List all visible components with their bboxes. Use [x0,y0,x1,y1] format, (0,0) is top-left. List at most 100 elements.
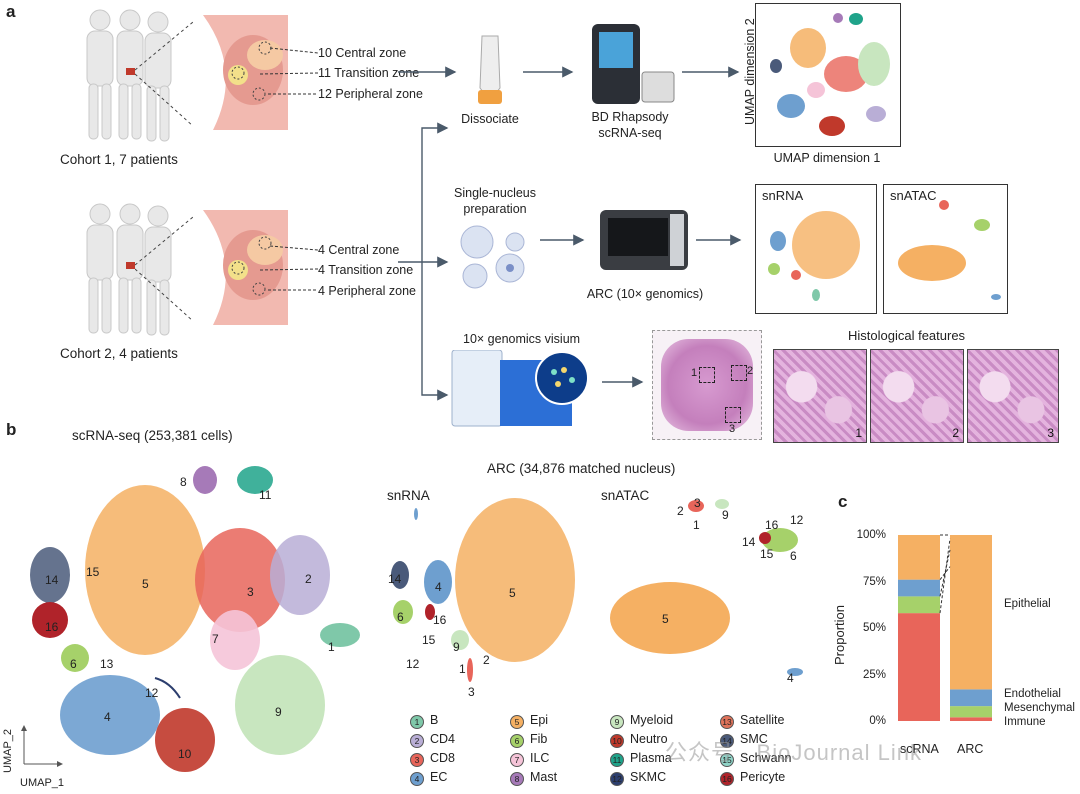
snatac-mini-umap [898,200,1001,300]
watermark-text: 公众号 · BioJournal Link [665,740,922,765]
umap-dim2-label: UMAP dimension 2 [743,18,757,125]
region-label-3: 3 [729,423,736,435]
cohort1-zoom-lines [135,21,194,127]
snrna-box-label: snRNA [762,188,804,203]
tissue-image [661,339,753,431]
ytick-0: 0% [869,715,886,727]
histo-panel-1: 1 [773,349,867,443]
umap-dim1-label: UMAP dimension 1 [773,151,881,165]
umap-y-label: UMAP_2 [2,728,14,773]
region-box-1 [699,367,715,383]
arc-instrument-icon [600,210,688,270]
cohort2-zone-central: 4 Central zone [318,243,400,257]
snatac-cluster-3: 3 [694,496,701,510]
snatac-cluster-14: 14 [742,535,756,549]
region-box-2 [731,365,747,381]
group-epithelial: Epithelial [1004,598,1051,610]
snatac-cluster-1: 1 [693,518,700,532]
snrna-mini-umap [768,211,860,301]
snrna-cluster-4: 4 [435,580,442,594]
bar-connector-2 [939,549,951,597]
bar-scrna-endothelial [898,579,940,597]
panel-b-letter: b [6,420,17,439]
bar-arc-epithelial [950,535,992,690]
umap-x-label: UMAP_1 [20,777,65,789]
cohort1-zone-transition: 11 Transition zone [318,66,420,80]
scrna-title: scRNA-seq (253,381 cells) [72,428,233,443]
panel-a-letter: a [6,2,16,21]
legend-swatch-neutro: 10 [610,734,624,748]
scrna-cluster-13: 13 [100,657,114,671]
scrna-cluster-6: 6 [70,657,77,671]
snrna-cluster-9: 9 [453,640,460,654]
scrna-cluster-14: 14 [45,573,59,587]
histo-title: Histological features [848,328,966,343]
snrna-cluster-6: 6 [397,610,404,624]
legend-swatch-b: 1 [410,715,424,729]
scrna-seq-label: scRNA-seq [598,126,662,140]
scrna-cluster-7: 7 [212,632,219,646]
umap-axes-icon [21,725,63,767]
snrna-cluster-3: 3 [468,685,475,699]
scrna-cluster-9: 9 [275,705,282,719]
bar-label-scrna: scRNA [900,742,939,756]
snatac-box-label: snATAC [890,188,937,203]
scrna-cluster-15: 15 [86,565,100,579]
snrna-cluster-1: 1 [459,662,466,676]
legend-label-fib: Fib [530,732,548,746]
scrna-cluster-1: 1 [328,640,335,654]
bar-connector-3 [939,538,951,614]
snatac-cluster-4: 4 [787,671,794,685]
cohort1-label: Cohort 1, 7 patients [60,152,178,167]
arc-label: ARC (10× genomics) [586,287,704,301]
legend-label-smc: SMC [740,732,768,746]
ytick-75: 75% [862,576,886,588]
bar-label-arc: ARC [957,742,984,756]
legend-swatch-pericyte: 16 [720,772,734,786]
histo-panel-2: 2 [870,349,964,443]
legend-label-ilc: ILC [530,751,550,765]
legend-label-ec: EC [430,770,448,784]
region-label-2: 2 [747,365,754,377]
visium-slide-icon [451,350,589,427]
visium-label: 10× genomics visium [463,332,581,346]
bar-scrna-epithelial [898,535,940,580]
legend-label-satellite: Satellite [740,713,785,727]
group-immune: Immune [1004,716,1046,728]
legend-label-cd4: CD4 [430,732,456,746]
scrna-umap-plot [30,466,360,772]
legend-label-neutro: Neutro [630,732,668,746]
bar-arc-endothelial [950,689,992,707]
histo-panel-1-num: 1 [855,426,862,440]
sn-prep-line2: preparation [463,202,527,216]
scrna-cluster-11: 11 [259,488,272,502]
group-mesenchymal: Mesenchymal [1004,702,1075,714]
histo-panel-2-num: 2 [952,426,959,440]
ytick-25: 25% [862,669,886,681]
cohort1-prostate-image [203,15,288,130]
cohort2-zone-peripheral: 4 Peripheral zone [318,284,416,298]
legend-label-mast: Mast [530,770,558,784]
legend-label-b: B [430,713,439,727]
legend-swatch-cd8: 3 [410,753,424,767]
snatac-cluster-16: 16 [765,518,779,532]
snatac-cluster-2: 2 [677,504,684,518]
umap-scrna-plot [770,13,890,136]
histo-panel-3: 3 [967,349,1059,443]
cohort1-figures [86,9,172,142]
legend-swatch-fib: 6 [510,734,524,748]
bd-rhapsody-label: BD Rhapsody [591,110,669,124]
cohort2-zone-transition: 4 Transition zone [318,263,414,277]
ytick-50: 50% [862,622,886,634]
legend-swatch-plasma: 11 [610,753,624,767]
cohort2-zoom-lines [135,216,194,322]
legend-swatch-cd4: 2 [410,734,424,748]
cohort1-zone-central: 10 Central zone [318,46,407,60]
snrna-umap-plot [391,498,575,682]
cohort1-zone-leaders [260,47,319,95]
group-endothelial: Endothelial [1004,688,1061,700]
legend-label-schwann: Schwann [740,751,792,765]
nuclei-icon [460,225,525,289]
bar-arc-immune [950,717,992,721]
